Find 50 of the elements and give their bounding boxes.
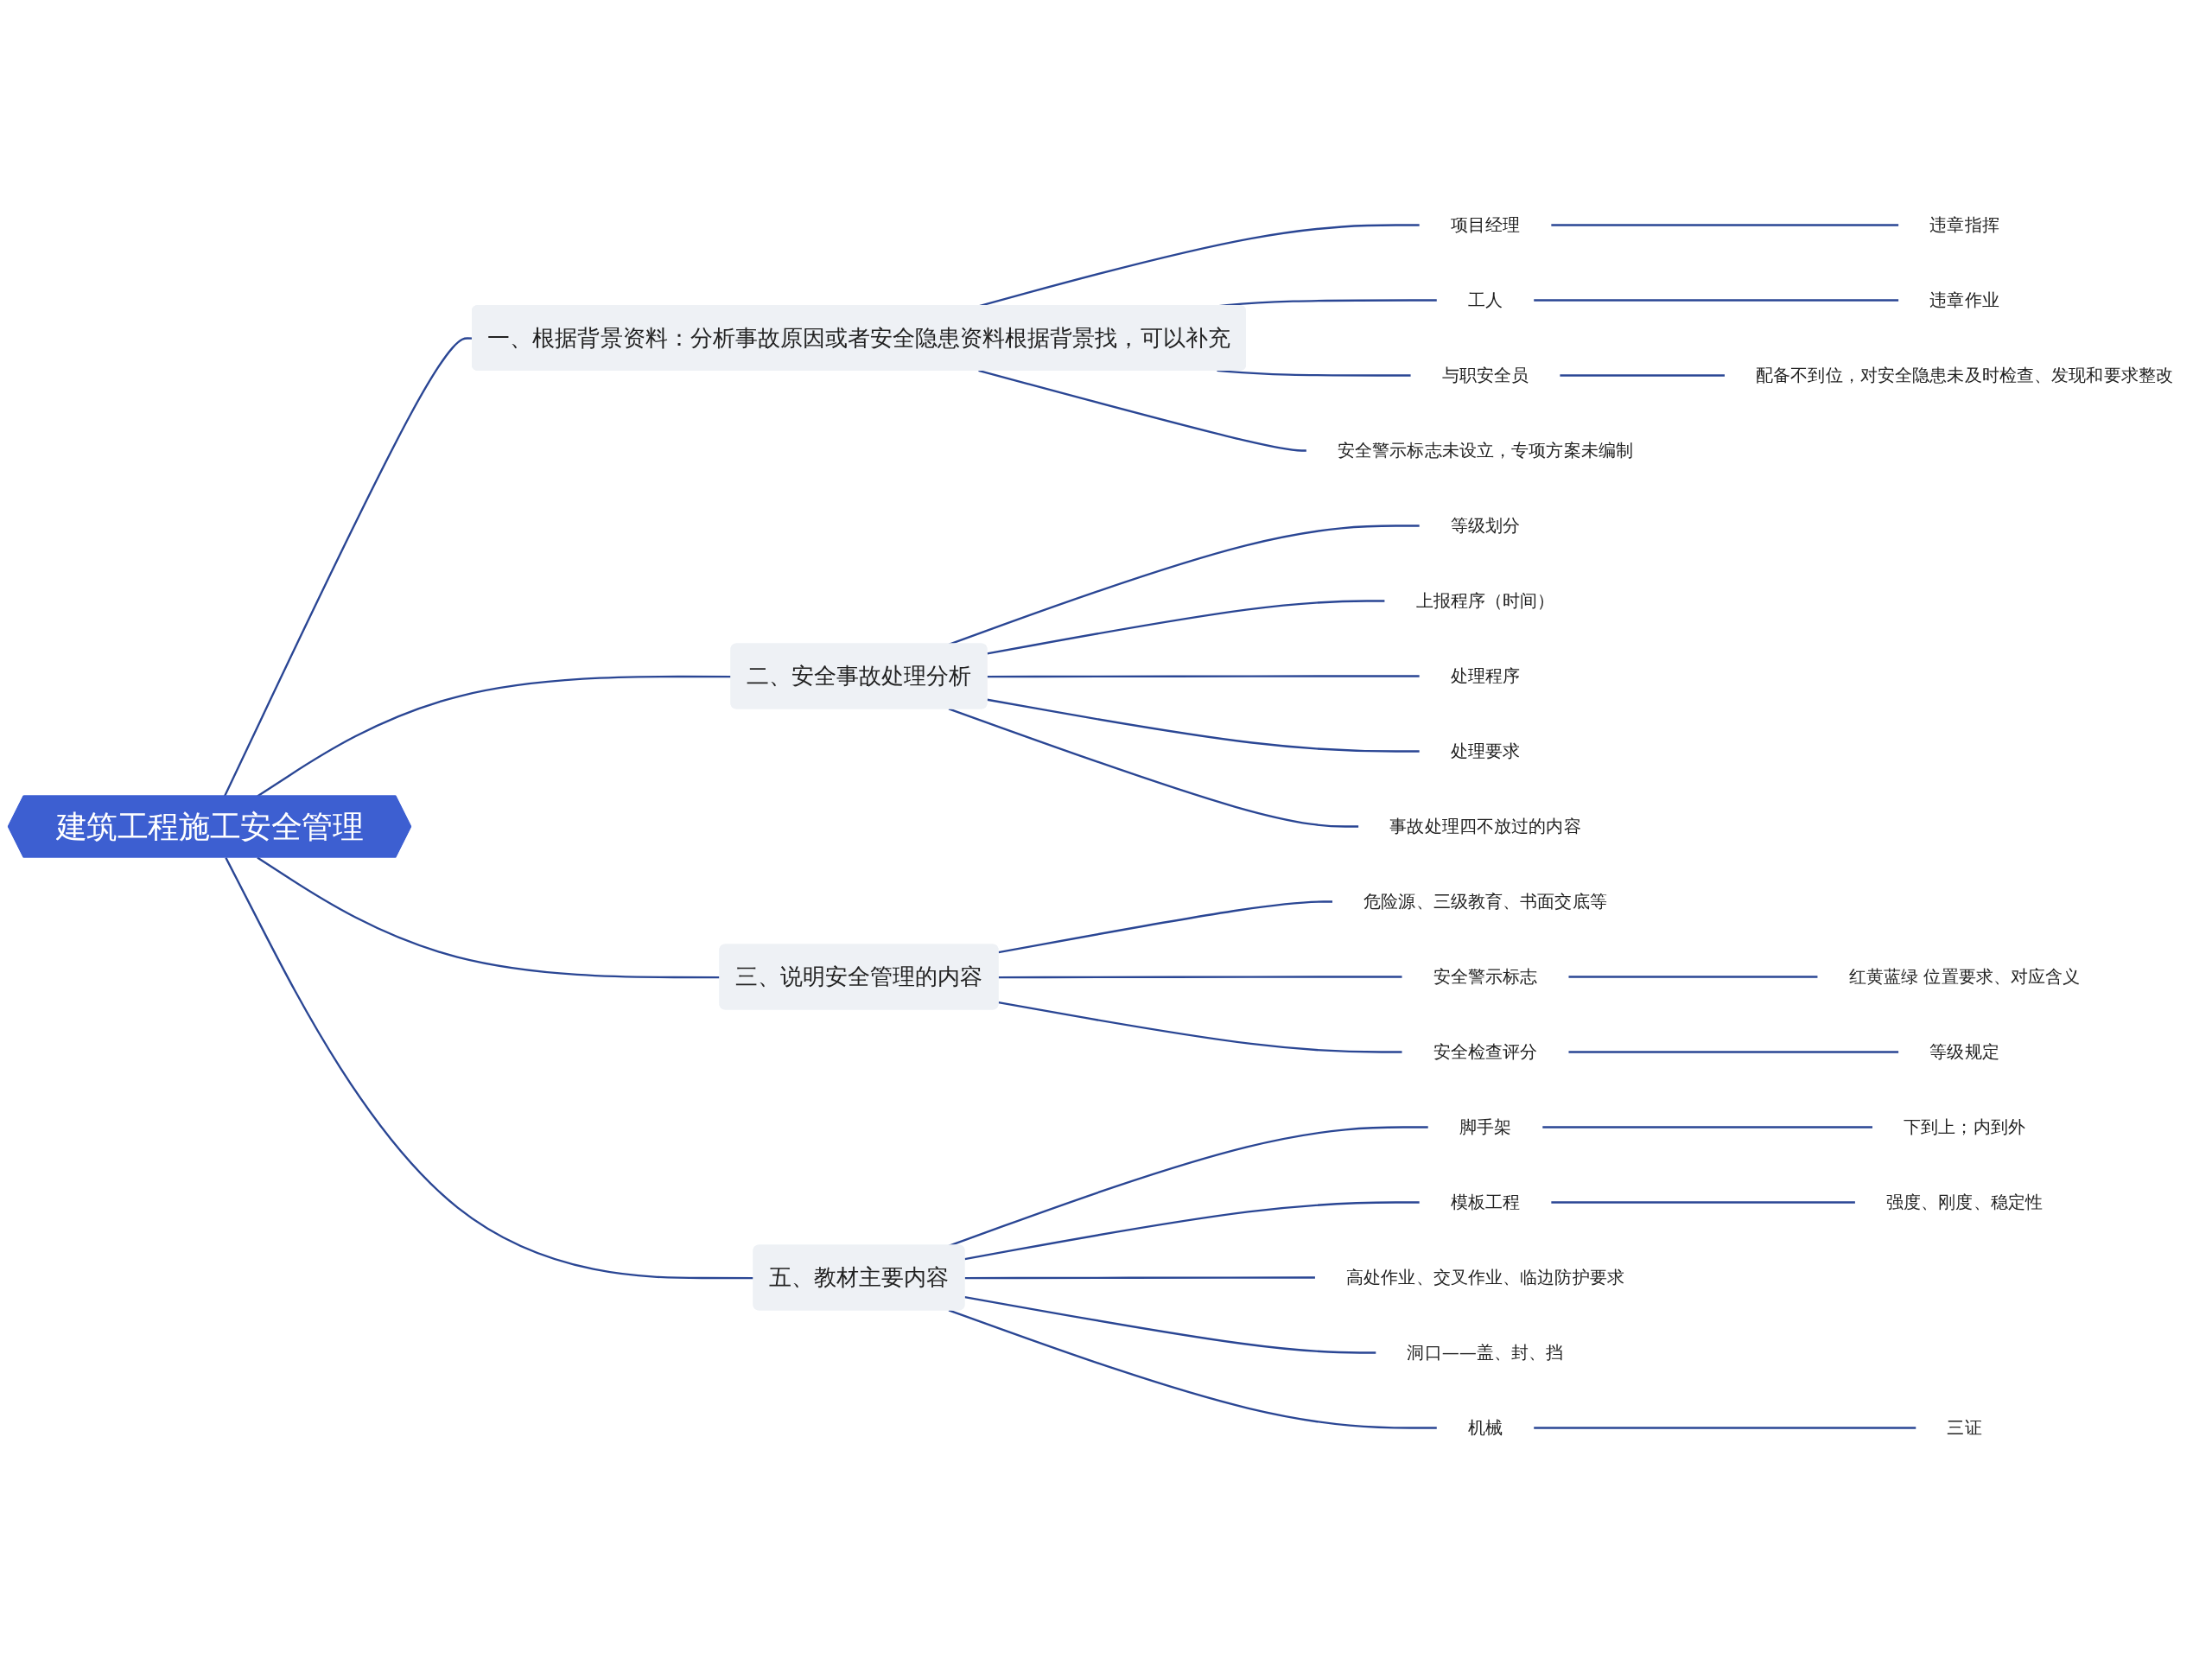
connector (998, 900, 1333, 954)
node-text: 三证 (1947, 1416, 1982, 1438)
connector (1533, 299, 1899, 302)
node-text: 处理程序 (1450, 664, 1521, 686)
node-text: 强度、刚度、稳定性 (1886, 1191, 2044, 1212)
connector (948, 525, 1421, 645)
connector (964, 1201, 1421, 1261)
node-text: 违章指挥 (1929, 213, 1999, 235)
connector (987, 698, 1421, 753)
connector (948, 1126, 1429, 1247)
node-text: 模板工程 (1450, 1191, 1521, 1212)
node-text: 安全警示标志 (1433, 965, 1538, 987)
connector (987, 600, 1385, 655)
node-text: 工人 (1467, 289, 1503, 310)
connector (225, 857, 754, 1280)
connector (978, 369, 1307, 452)
node-text: 安全检查评分 (1433, 1040, 1538, 1062)
connector (1550, 1201, 1856, 1204)
node-text: 安全警示标志未设立，专项方案未编制 (1337, 439, 1634, 461)
node-text: 违章作业 (1929, 289, 1999, 310)
connector (987, 675, 1421, 678)
connector (948, 708, 1359, 828)
connector (257, 856, 721, 979)
node-text: 红黄蓝绿 位置要求、对应含义 (1848, 965, 2081, 987)
node-text: 脚手架 (1459, 1116, 1512, 1137)
connector (964, 1276, 1316, 1280)
node-text: 高处作业、交叉作业、临边防护要求 (1346, 1266, 1624, 1287)
node-text: 与职安全员 (1441, 364, 1529, 385)
connector (1559, 374, 1726, 377)
connector (1567, 976, 1819, 978)
node-text: 处理要求 (1450, 740, 1521, 761)
node-text: 洞口——盖、封、挡 (1407, 1341, 1564, 1363)
node-text: 事故处理四不放过的内容 (1389, 815, 1581, 836)
node-text: 危险源、三级教育、书面交底等 (1363, 890, 1607, 912)
connector (1533, 1427, 1916, 1429)
node-text: 机械 (1467, 1416, 1503, 1438)
node-text: 上报程序（时间） (1415, 589, 1555, 611)
connector (948, 1309, 1438, 1429)
connector (1550, 224, 1899, 226)
node-text: 配备不到位，对安全隐患未及时检查、发现和要求整改 (1756, 364, 2174, 385)
connector (998, 1001, 1403, 1053)
connector (1567, 1051, 1899, 1053)
connector (998, 976, 1403, 979)
node-text: 等级划分 (1450, 514, 1521, 536)
node-text: 下到上；内到外 (1904, 1116, 2025, 1137)
connector (1217, 369, 1412, 377)
node-text: 项目经理 (1450, 213, 1521, 235)
connector (964, 1295, 1376, 1354)
node-text: 等级规定 (1929, 1040, 1999, 1062)
connector (1541, 1126, 1873, 1128)
